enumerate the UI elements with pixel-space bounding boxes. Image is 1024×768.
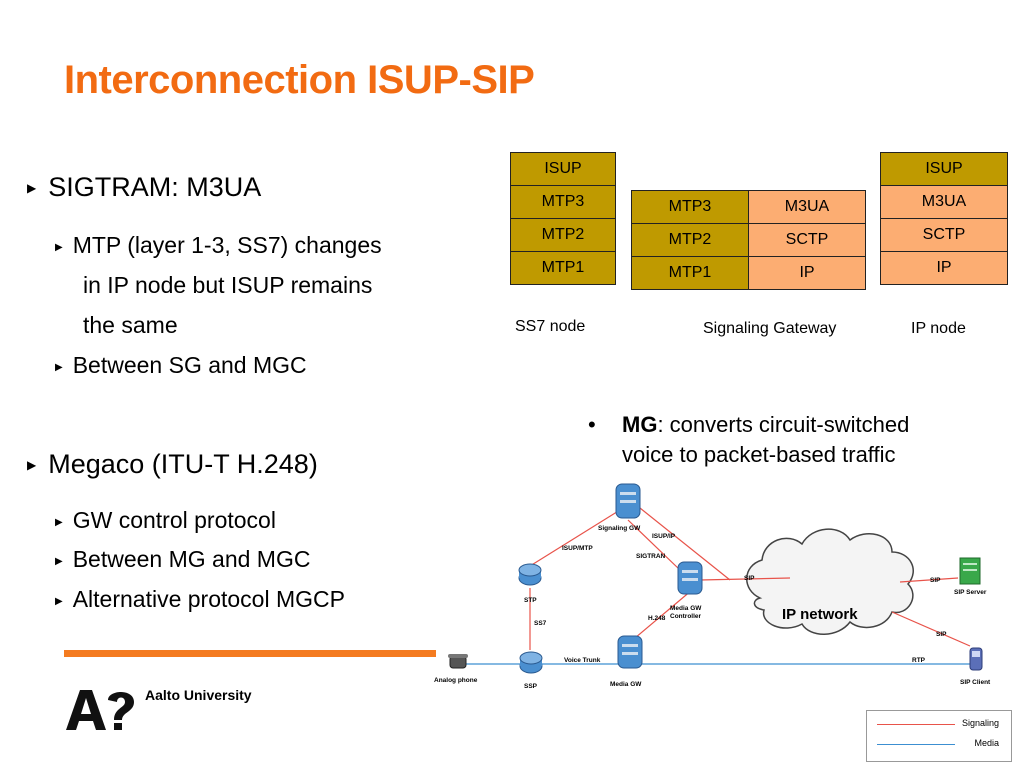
ssp-router-icon bbox=[519, 651, 543, 674]
ss7-layer: MTP2 bbox=[510, 218, 616, 252]
ss7-layer: ISUP bbox=[510, 152, 616, 186]
mg-note-line1: : converts circuit-switched bbox=[657, 412, 910, 437]
ip-network-cloud: IP network bbox=[746, 528, 914, 635]
rtp-label: RTP bbox=[912, 657, 926, 664]
signaling-links bbox=[529, 507, 971, 650]
bullet-megaco: ▶ Megaco (ITU-T H.248) bbox=[27, 449, 318, 480]
ip-layer: ISUP bbox=[880, 152, 1008, 186]
mg-note: • MG: converts circuit-switched voice to… bbox=[588, 410, 909, 470]
network-diagram: IP network Signaling GW ISUP/MTP ISUP/IP… bbox=[434, 483, 991, 690]
sg-layer-right: M3UA bbox=[748, 190, 866, 224]
mg-note-line2: voice to packet-based traffic bbox=[622, 442, 896, 467]
triangle-bullet-icon: ▶ bbox=[55, 362, 63, 373]
ss7-node-caption: SS7 node bbox=[515, 318, 586, 335]
bullet-mtp-text-1: MTP (layer 1-3, SS7) changes bbox=[72, 232, 382, 258]
bullet-sigtran: ▶ SIGTRAM: M3UA bbox=[27, 172, 261, 203]
triangle-bullet-icon: ▶ bbox=[55, 242, 63, 253]
legend-media-label: Media bbox=[974, 738, 999, 748]
page-title: Interconnection ISUP-SIP bbox=[64, 58, 535, 102]
bullet-alternative-text: Alternative protocol MGCP bbox=[72, 586, 345, 612]
aalto-logo-icon bbox=[66, 690, 134, 730]
stp-router-icon bbox=[518, 563, 542, 586]
ss7-node-stack: ISUP MTP3 MTP2 MTP1 bbox=[510, 152, 616, 285]
sip-server-icon bbox=[959, 557, 981, 585]
sg-layer-right: IP bbox=[748, 256, 866, 290]
media-line-swatch bbox=[877, 744, 955, 745]
bullet-between-mg-text: Between MG and MGC bbox=[72, 546, 311, 572]
mg-note-bold: MG bbox=[622, 412, 658, 437]
legend-signaling: Signaling bbox=[877, 717, 1005, 731]
signaling-gw-label: Signaling GW bbox=[598, 525, 641, 532]
triangle-bullet-icon: ▶ bbox=[55, 596, 63, 607]
voice-trunk-label: Voice Trunk bbox=[564, 657, 601, 664]
sip-server-label: SIP Server bbox=[954, 589, 987, 596]
sg-layer-right: SCTP bbox=[748, 223, 866, 257]
sip-right-label: SIP bbox=[930, 577, 941, 584]
ip-layer: IP bbox=[880, 251, 1008, 285]
sg-layer-left: MTP2 bbox=[631, 223, 749, 257]
bullet-megaco-text: Megaco (ITU-T H.248) bbox=[48, 449, 318, 479]
signaling-gateway-caption: Signaling Gateway bbox=[703, 320, 837, 337]
bullet-between-sg: ▶ Between SG and MGC bbox=[55, 352, 307, 379]
sg-layer-left: MTP1 bbox=[631, 256, 749, 290]
bullet-between-sg-text: Between SG and MGC bbox=[72, 352, 307, 378]
diagram-legend: Signaling Media bbox=[866, 710, 1012, 762]
footer-accent-bar bbox=[64, 650, 436, 657]
legend-signaling-label: Signaling bbox=[961, 718, 999, 728]
triangle-bullet-icon: ▶ bbox=[55, 556, 63, 567]
ip-layer: M3UA bbox=[880, 185, 1008, 219]
bullet-gw-control-text: GW control protocol bbox=[72, 507, 276, 533]
triangle-bullet-icon: ▶ bbox=[55, 517, 63, 528]
signaling-line-swatch bbox=[877, 724, 955, 725]
sip-mid-label: SIP bbox=[744, 575, 755, 582]
sigtran-label: SIGTRAN bbox=[636, 553, 666, 560]
ip-layer: SCTP bbox=[880, 218, 1008, 252]
sg-layer-left: MTP3 bbox=[631, 190, 749, 224]
bullet-alternative: ▶ Alternative protocol MGCP bbox=[55, 586, 345, 613]
analog-phone-label: Analog phone bbox=[434, 677, 478, 684]
bullet-mtp: ▶ MTP (layer 1-3, SS7) changes bbox=[55, 232, 382, 259]
ip-node-caption: IP node bbox=[911, 320, 966, 337]
ss7-layer: MTP3 bbox=[510, 185, 616, 219]
sip-lower-label: SIP bbox=[936, 631, 947, 638]
isup-mtp-label: ISUP/MTP bbox=[562, 545, 593, 552]
media-gw-label: Media GW bbox=[610, 681, 642, 688]
ss7-label: SS7 bbox=[534, 620, 547, 627]
ssp-label: SSP bbox=[524, 683, 538, 690]
analog-phone-icon bbox=[448, 654, 468, 669]
sip-client-label: SIP Client bbox=[960, 679, 991, 686]
triangle-bullet-icon: ▶ bbox=[27, 458, 37, 472]
media-gw-server-icon bbox=[617, 635, 643, 669]
media-gw-controller-label-1: Media GW bbox=[670, 605, 702, 612]
sip-client-phone-icon bbox=[969, 647, 983, 671]
signaling-gw-server-icon bbox=[615, 483, 641, 519]
h248-label: H.248 bbox=[648, 615, 666, 622]
media-gw-controller-server-icon bbox=[677, 561, 703, 595]
bullet-sigtran-text: SIGTRAM: M3UA bbox=[48, 172, 262, 202]
ss7-layer: MTP1 bbox=[510, 251, 616, 285]
ip-node-stack: ISUP M3UA SCTP IP bbox=[880, 152, 1008, 285]
bullet-between-mg: ▶ Between MG and MGC bbox=[55, 546, 310, 573]
media-gw-controller-label-2: Controller bbox=[670, 613, 702, 620]
ip-network-label: IP network bbox=[782, 606, 858, 623]
isup-ip-label: ISUP/IP bbox=[652, 533, 676, 540]
bullet-gw-control: ▶ GW control protocol bbox=[55, 507, 276, 534]
stp-label: STP bbox=[524, 597, 537, 604]
legend-media: Media bbox=[877, 737, 1005, 751]
bullet-dot: • bbox=[588, 412, 596, 437]
triangle-bullet-icon: ▶ bbox=[27, 181, 37, 195]
bullet-mtp-text-2: in IP node but ISUP remains bbox=[83, 272, 373, 298]
bullet-mtp-text-3: the same bbox=[83, 312, 178, 338]
university-name: Aalto University bbox=[145, 687, 252, 703]
